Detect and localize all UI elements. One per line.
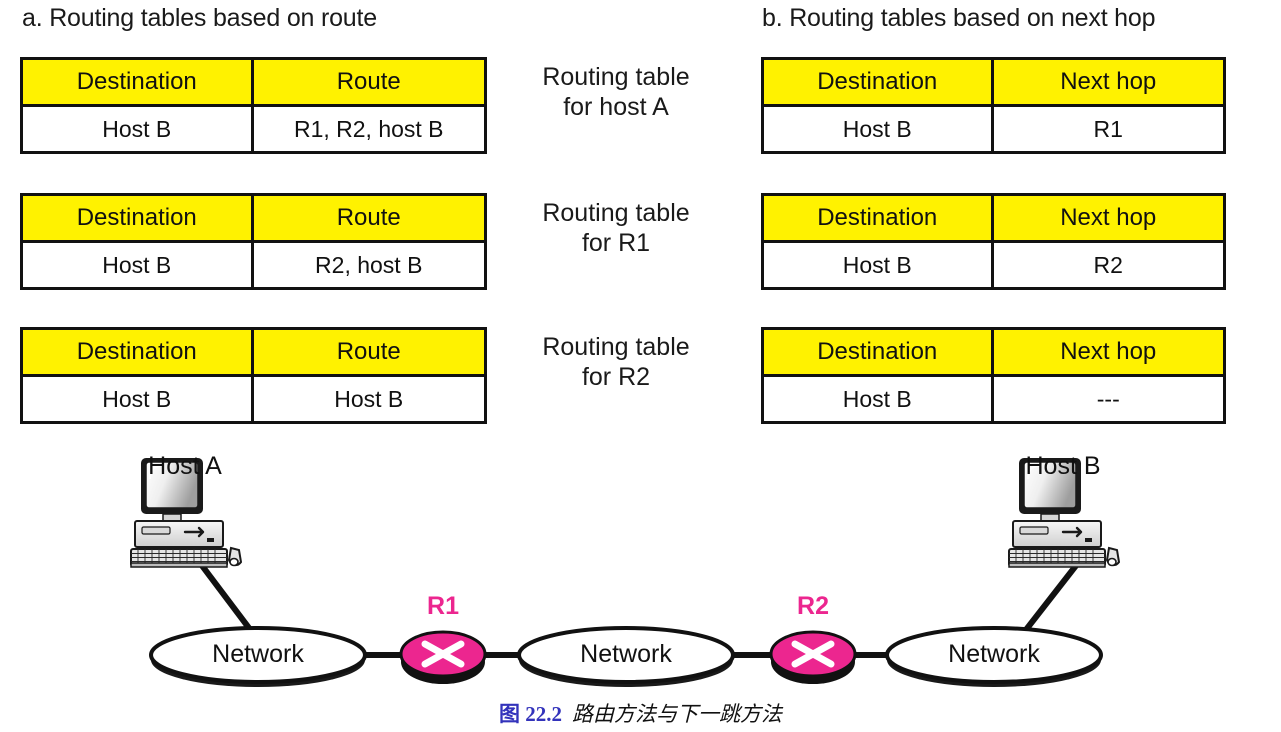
router-cross-icon	[421, 640, 465, 668]
routing-table-nexthop-host-a: Destination Next hop Host B R1	[761, 57, 1226, 154]
router-icon-r2	[769, 630, 857, 684]
host-b-label: Host B	[1025, 452, 1101, 480]
table-header-row: Destination Next hop	[764, 60, 1223, 107]
table-header-row: Destination Route	[23, 330, 484, 377]
network-ellipse-left	[149, 626, 367, 687]
label-routing-table-r1: Routing table for R1	[496, 198, 736, 258]
cell-next-hop: R2	[1093, 251, 1123, 278]
network-ellipse-middle	[517, 626, 735, 687]
cell-destination: Host B	[764, 107, 994, 151]
host-a-label: Host A	[148, 452, 222, 480]
router-r1-label: R1	[427, 592, 459, 620]
section-b-title: b. Routing tables based on next hop	[762, 4, 1156, 32]
network-label-left: Network	[212, 640, 304, 668]
figure-caption-text: 路由方法与下一跳方法	[572, 702, 782, 726]
cell-destination: Host B	[764, 377, 994, 421]
link-host-b-to-network	[1015, 561, 1081, 642]
column-header-route: Route	[336, 204, 401, 231]
table-header-row: Destination Next hop	[764, 196, 1223, 243]
column-header-destination: Destination	[23, 60, 254, 104]
label-line-1: Routing table	[542, 63, 690, 91]
label-line-2: for host A	[563, 93, 669, 121]
table-row: Host B Host B	[23, 377, 484, 421]
router-icon-r1	[399, 630, 487, 684]
cell-route: R2, host B	[315, 251, 423, 278]
column-header-route: Route	[336, 338, 401, 365]
column-header-destination: Destination	[764, 196, 994, 240]
label-line-2: for R1	[581, 229, 651, 257]
cell-destination: Host B	[23, 107, 254, 151]
label-routing-table-r2: Routing table for R2	[496, 332, 736, 392]
table-row: Host B R1	[764, 107, 1223, 151]
column-header-next-hop: Next hop	[1060, 204, 1157, 231]
cell-destination: Host B	[23, 377, 254, 421]
network-label-middle: Network	[580, 640, 672, 668]
cell-route: R1, R2, host B	[293, 115, 444, 142]
router-cross-icon	[791, 640, 835, 668]
section-a-title: a. Routing tables based on route	[22, 4, 377, 32]
figure-number: 图 22.2	[499, 702, 562, 726]
router-r2-label: R2	[797, 592, 829, 620]
label-line-2: for R2	[581, 363, 651, 391]
table-row: Host B R1, R2, host B	[23, 107, 484, 151]
label-line-1: Routing table	[542, 333, 690, 361]
column-header-next-hop: Next hop	[1060, 338, 1157, 365]
label-line-1: Routing table	[542, 199, 690, 227]
cell-next-hop: R1	[1093, 115, 1123, 142]
network-label-right: Network	[948, 640, 1040, 668]
table-row: Host B ---	[764, 377, 1223, 421]
label-routing-table-host-a: Routing table for host A	[496, 62, 736, 122]
column-header-next-hop: Next hop	[1060, 68, 1157, 95]
cell-destination: Host B	[764, 243, 994, 287]
routing-table-route-host-a: Destination Route Host B R1, R2, host B	[20, 57, 487, 154]
column-header-destination: Destination	[23, 330, 254, 374]
table-header-row: Destination Next hop	[764, 330, 1223, 377]
table-header-row: Destination Route	[23, 196, 484, 243]
cell-next-hop: ---	[1096, 385, 1120, 412]
cell-destination: Host B	[23, 243, 254, 287]
routing-table-nexthop-r1: Destination Next hop Host B R2	[761, 193, 1226, 290]
column-header-destination: Destination	[764, 60, 994, 104]
table-row: Host B R2	[764, 243, 1223, 287]
network-ellipse-right	[885, 626, 1103, 687]
column-header-route: Route	[336, 68, 401, 95]
cell-route: Host B	[334, 385, 404, 412]
network-topology-diagram	[129, 456, 1121, 687]
routing-table-route-r2: Destination Route Host B Host B	[20, 327, 487, 424]
column-header-destination: Destination	[764, 330, 994, 374]
table-header-row: Destination Route	[23, 60, 484, 107]
figure-caption: 图 22.2 路由方法与下一跳方法	[0, 698, 1281, 728]
routing-table-nexthop-r2: Destination Next hop Host B ---	[761, 327, 1226, 424]
column-header-destination: Destination	[23, 196, 254, 240]
routing-table-route-r1: Destination Route Host B R2, host B	[20, 193, 487, 290]
table-row: Host B R2, host B	[23, 243, 484, 287]
